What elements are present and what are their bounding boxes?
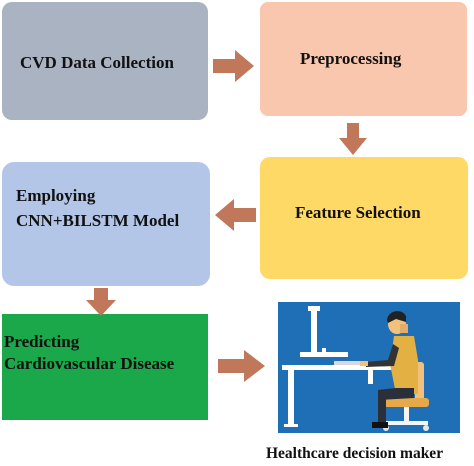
step-prediction-label-line1: Predicting: [4, 332, 80, 351]
step-model: Employing CNN+BILSTM Model: [2, 162, 210, 286]
step-preprocessing-label: Preprocessing: [300, 49, 402, 68]
illustration-caption: Healthcare decision maker: [266, 445, 444, 462]
step-data-collection: CVD Data Collection: [2, 2, 208, 120]
step-model-label-line1: Employing: [16, 186, 96, 205]
step-feature-selection-label: Feature Selection: [295, 203, 421, 222]
step-model-label-line2: CNN+BILSTM Model: [16, 211, 180, 230]
arrow-down-icon: [339, 123, 367, 155]
arrow-left-icon: [215, 199, 256, 231]
step-prediction: Predicting Cardiovascular Disease: [2, 314, 208, 420]
arrow-right-icon: [213, 50, 254, 82]
arrow-down-icon: [86, 288, 116, 316]
person-at-computer-icon: [278, 302, 460, 433]
step-feature-selection: Feature Selection: [260, 157, 468, 279]
step-prediction-label-line2: Cardiovascular Disease: [4, 354, 175, 373]
step-preprocessing: Preprocessing: [260, 2, 467, 116]
step-data-collection-label: CVD Data Collection: [20, 53, 174, 72]
arrow-right-icon: [218, 350, 265, 382]
